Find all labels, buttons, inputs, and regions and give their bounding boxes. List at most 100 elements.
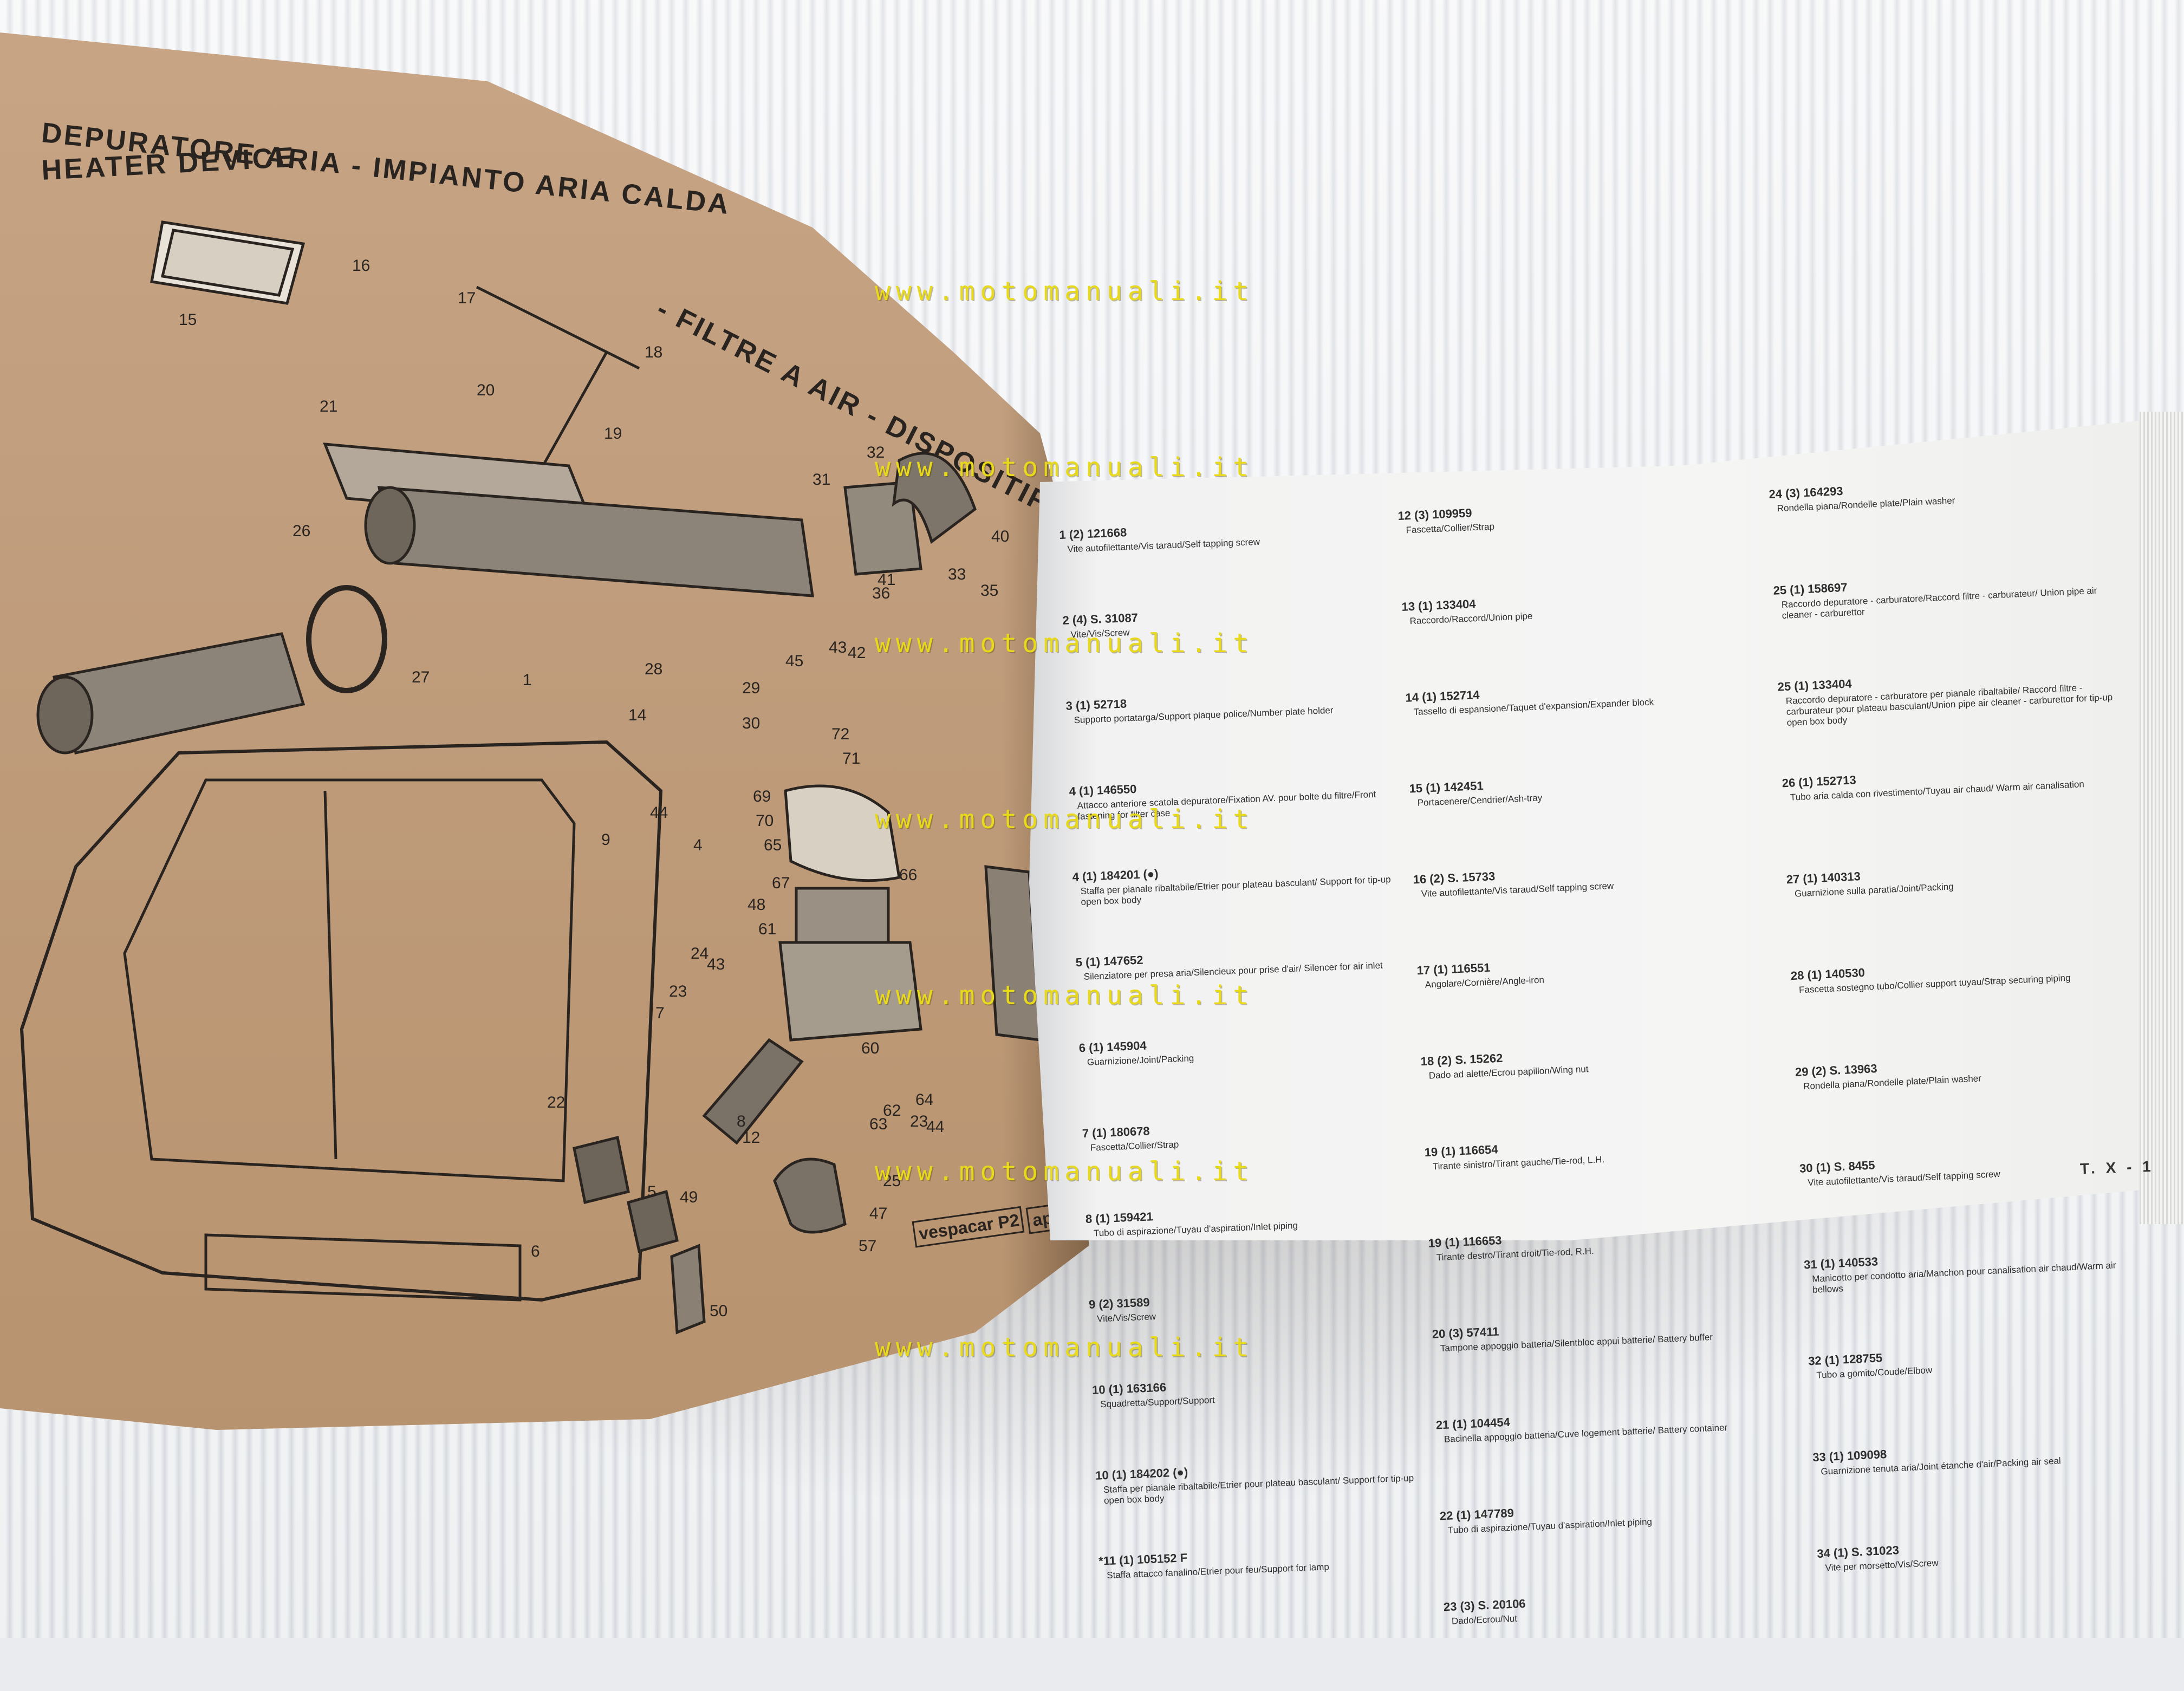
diagram-label: 15 [179, 311, 197, 329]
diagram-label: 23 [669, 983, 687, 1000]
diagram-label: 21 [320, 398, 337, 415]
diagram-label: 64 [915, 1091, 933, 1109]
diagram-label: 61 [758, 920, 776, 938]
diagram-label: 33 [948, 565, 966, 583]
angle-iron-part [476, 285, 640, 370]
diagram-label: 6 [531, 1243, 540, 1260]
diagram-label: 32 [867, 444, 885, 461]
diagram-label: 47 [869, 1205, 887, 1222]
watermark: www.motomanuali.it [875, 628, 1254, 659]
hot-air-pipe-part [377, 486, 814, 597]
diagram-label: 62 [883, 1102, 901, 1120]
diagram-label: 71 [842, 750, 860, 768]
air-filter-part [784, 784, 901, 882]
diagram-label: 40 [991, 528, 1009, 545]
diagram-label: 66 [899, 866, 917, 884]
diagram-label: 30 [742, 714, 760, 732]
diagram-label: 36 [872, 584, 890, 602]
diagram-label: 41 [877, 571, 895, 589]
diagram-label: 22 [547, 1094, 565, 1111]
diagram-label: 69 [753, 788, 771, 805]
diagram-label: 70 [756, 812, 774, 830]
diagram-label: 45 [785, 652, 803, 670]
parts-list-item: 10 (1) 184202 (●)Staffa per pianale riba… [1095, 1456, 1434, 1555]
watermark: www.motomanuali.it [875, 804, 1254, 835]
watermark: www.motomanuali.it [875, 980, 1254, 1011]
cover-plate-part [670, 1244, 706, 1335]
diagram-label: 44 [650, 804, 668, 822]
diagram-label: 27 [412, 668, 430, 686]
diagram-label: 14 [628, 706, 646, 724]
right-page [1029, 417, 2184, 1240]
diagram-label: 31 [812, 471, 830, 489]
diagram-label: 8 [737, 1113, 746, 1130]
diagram-label: 23 [910, 1113, 928, 1130]
diagram-label: 17 [458, 289, 476, 307]
bellows-hose-part [702, 1038, 804, 1145]
diagram-label: 20 [477, 381, 495, 399]
watermark: www.motomanuali.it [875, 1156, 1254, 1187]
diagram-label: 57 [859, 1237, 876, 1255]
diagram-label: 43 [707, 955, 725, 973]
diagram-label: 49 [680, 1188, 698, 1206]
page-number: T. X - 1 [2079, 1157, 2155, 1178]
diagram-label: 44 [926, 1118, 944, 1136]
diagram-label: 24 [691, 945, 708, 962]
diagram-label: 19 [604, 425, 622, 443]
page-stack-edge [2140, 412, 2184, 1224]
gasket-part [306, 585, 387, 693]
diagram-label: 42 [848, 644, 866, 662]
diagram-label: 5 [647, 1183, 656, 1201]
inlet-silencer-part [573, 1135, 630, 1205]
diagram-label: 67 [772, 874, 790, 892]
diagram-label: 1 [523, 671, 532, 689]
diagram-label: 60 [861, 1039, 879, 1057]
watermark: www.motomanuali.it [875, 276, 1254, 307]
parts-list-item: 4 (1) 184201 (●)Staffa per pianale ribal… [1072, 857, 1411, 956]
diagram-label: 63 [869, 1115, 887, 1133]
elbow-part [843, 480, 922, 576]
exploded-diagram: 15 16 17 18 19 20 21 26 27 1 14 28 29 30… [20, 220, 1089, 1335]
diagram-label: 7 [655, 1004, 665, 1022]
diagram-label: 28 [645, 660, 662, 678]
diagram-label: 12 [742, 1129, 760, 1147]
model-plate: vespacar P2 [918, 1210, 1020, 1244]
diagram-label: 29 [742, 679, 760, 697]
watermark: www.motomanuali.it [875, 452, 1254, 483]
watermark: www.motomanuali.it [875, 1332, 1254, 1363]
diagram-label: 18 [645, 343, 662, 361]
diagram-label: 16 [352, 257, 370, 275]
diagram-label: 65 [764, 836, 782, 854]
diagram-label: 35 [980, 582, 998, 600]
diagram-label: 43 [829, 639, 847, 656]
diagram-label: 9 [601, 831, 610, 849]
